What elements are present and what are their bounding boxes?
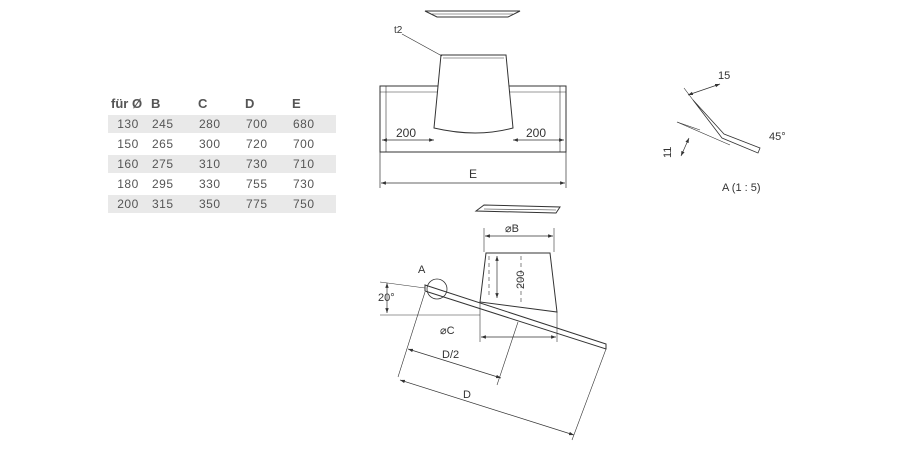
label-11: 11 [662,147,674,158]
table-cell: 280 [195,115,242,133]
rain-cap-side [474,204,561,214]
label-dia-c: ⌀C [440,325,455,337]
label-d-half: D/2 [442,349,459,361]
header-d: D [245,95,255,111]
dim-d-half [407,348,502,379]
ext-d-right [571,348,607,441]
table-cell: 300 [199,137,221,151]
cap-side-line [483,208,557,211]
detail-edge-profile [692,99,761,154]
label-200-height: 200 [515,271,527,289]
table-cell: 730 [293,177,315,191]
dim-11 [680,137,690,157]
table-cell: 160 [108,155,148,173]
header-c: C [198,95,208,111]
table-cell: 775 [242,195,289,213]
table-row: 180 295 330 755 730 [108,175,336,193]
dim-d-full [399,379,575,436]
table-cell: 200 [108,195,148,213]
label-a-marker: A [418,264,426,276]
table-cell: 245 [148,115,195,133]
label-200-left: 200 [396,126,416,140]
table-cell: 315 [148,195,195,213]
label-20-deg: 20° [378,292,395,304]
label-t2: t2 [394,25,403,36]
table-row: 130 245 280 700 680 [108,115,336,133]
ext-d2-left [397,291,426,378]
table-cell: 700 [242,115,289,133]
table-cell: 750 [289,195,336,213]
label-45-deg: 45° [769,131,786,143]
table-row: 150 265 300 720 700 [108,135,336,153]
table-cell: 265 [152,137,174,151]
header-diameter: für Ø [111,95,143,111]
label-e: E [469,167,477,181]
collar-body [433,54,514,134]
ext-11 [676,121,701,131]
label-200-right: 200 [526,126,546,140]
header-b: B [151,95,161,111]
table-cell: 680 [289,115,336,133]
table-cell: 275 [148,155,195,173]
label-dia-b: ⌀B [505,223,519,235]
ext-15 [683,87,694,101]
table-cell: 180 [117,177,139,191]
header-e: E [292,95,301,111]
table-cell: 755 [246,177,268,191]
dim-15 [687,83,721,96]
table-cell: 720 [246,137,268,151]
detail-plate-line [676,121,731,146]
leader-t2 [401,33,443,57]
table-row: 200 315 350 775 750 [108,195,336,213]
side-view [379,204,607,441]
table-cell: 130 [108,115,148,133]
detail-a-circle [426,278,448,300]
table-cell: 700 [293,137,315,151]
table-cell: 310 [195,155,242,173]
table-cell: 330 [199,177,221,191]
label-d: D [463,389,471,401]
table-cell: 710 [289,155,336,173]
table-row: 160 275 310 730 710 [108,155,336,173]
table-header-row: für Ø B C D E [108,95,336,113]
table-cell: 730 [242,155,289,173]
label-15: 15 [718,70,730,82]
table-cell: 295 [152,177,174,191]
table-cell: 350 [195,195,242,213]
detail-caption: A (1 : 5) [722,182,761,194]
top-view [379,10,567,188]
dimension-table: für Ø B C D E 130 245 280 700 680 150 26… [108,93,336,215]
table-cell: 150 [117,137,139,151]
detail-a [676,83,761,157]
ext-d2-right [496,321,519,386]
